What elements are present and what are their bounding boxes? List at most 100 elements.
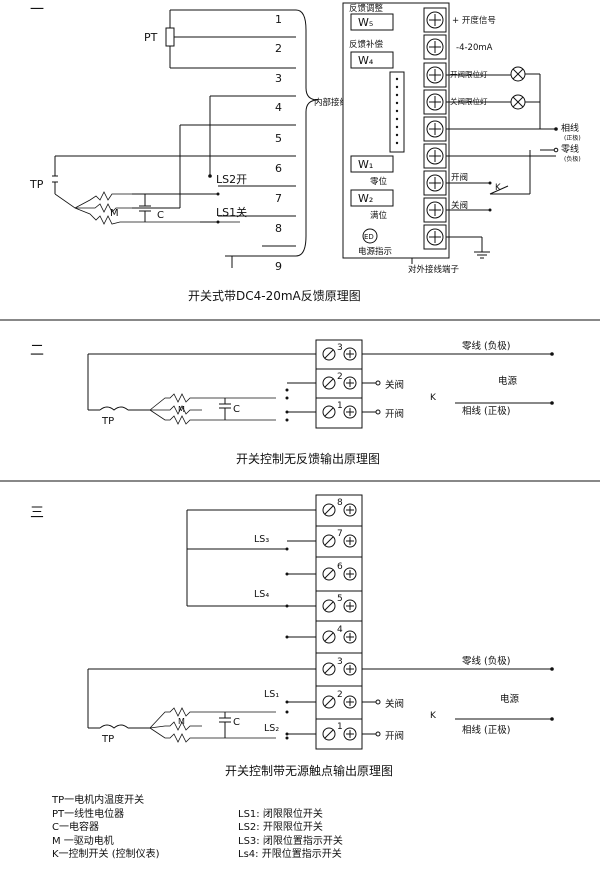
w5-pot: W₅ — [358, 16, 373, 29]
legend-item: Ls4: 开限位置指示开关 — [238, 849, 342, 861]
s3-terminal-8: 8 — [337, 498, 343, 508]
s3-terminal-3: 3 — [337, 657, 343, 667]
s2-terminal-1: 1 — [337, 401, 343, 411]
pt-label: PT — [144, 31, 158, 44]
s1-terminal-8: 8 — [275, 222, 282, 235]
tp-label-3: TP — [101, 734, 114, 745]
section3-caption: 开关控制带无源触点输出原理图 — [225, 763, 393, 778]
output-terminals: 对外接线端子 — [408, 7, 460, 275]
neutral-sub-1: (负极) — [564, 155, 581, 163]
s3-neutral-label: 零线 (负极) — [462, 655, 510, 667]
tp-label-1: TP — [29, 178, 44, 191]
legend-item: TP一电机内温度开关 — [52, 795, 145, 806]
section2-caption: 开关控制无反馈输出原理图 — [236, 451, 380, 466]
legend-item: LS3: 闭限位置指示开关 — [238, 835, 343, 847]
s2-phase-label: 相线 (正极) — [462, 405, 510, 417]
c-label-1: C — [157, 210, 164, 221]
s3-terminal-6: 6 — [337, 562, 343, 572]
phase-label-1: 相线 — [561, 122, 579, 134]
legend-item: K一控制开关 (控制仪表) — [52, 849, 160, 861]
legend-right: LS1: 闭限限位开关 LS2: 开限限位开关 LS3: 闭限位置指示开关 Ls… — [238, 808, 343, 862]
ls1-label-3: LS₁ — [264, 689, 279, 700]
legend-item: LS2: 开限限位开关 — [238, 822, 323, 834]
full-label: 满位 — [370, 210, 388, 221]
w2-pot: W₂ — [358, 192, 373, 205]
s3-terminal-4: 4 — [337, 625, 343, 635]
s3-power-label: 电源 — [500, 693, 520, 705]
s2-open-label: 开阀 — [385, 408, 404, 420]
ls2-label: LS2开 — [216, 173, 247, 186]
section3-wiring: LS₃ LS₄ TP M C LS₁ LS₂ 零线 (负极) 关阀 — [87, 509, 554, 745]
out-label-8: 关阀 — [451, 200, 468, 211]
legend-item: PT一线性电位器 — [52, 808, 125, 820]
s1-terminal-6: 6 — [275, 162, 282, 175]
power-led: ED — [364, 233, 374, 241]
pt-potentiometer: PT — [144, 9, 262, 69]
section1-terminal-strip: 1 2 3 4 5 6 7 8 9 — [262, 9, 296, 273]
s2-terminal-3: 3 — [337, 343, 343, 353]
ls2-label-3: LS₂ — [264, 723, 279, 734]
section2-terminal-block: 3 2 1 — [315, 339, 363, 429]
ls4-label: LS₄ — [254, 589, 269, 600]
s1-terminal-7: 7 — [275, 192, 282, 205]
section1-motor-circuit: TP M C LS2开 LS1关 — [29, 95, 262, 268]
s2-k-label: K — [430, 393, 437, 403]
s3-close-label: 关阀 — [385, 698, 404, 710]
s3-terminal-1: 1 — [337, 722, 343, 732]
s1-terminal-1: 1 — [275, 13, 282, 26]
section3-terminal-block: 8 7 6 5 4 3 2 1 — [315, 494, 363, 750]
s2-neutral-label: 零线 (负极) — [462, 340, 510, 352]
out-label-1: + 开度信号 — [452, 15, 496, 26]
s3-k-label: K — [430, 711, 437, 721]
legend-item: LS1: 闭限限位开关 — [238, 808, 323, 820]
ls3-label: LS₃ — [254, 534, 269, 545]
s2-terminal-2: 2 — [337, 372, 343, 382]
s3-phase-label: 相线 (正极) — [462, 724, 510, 736]
zero-label: 零位 — [370, 176, 388, 187]
out-label-4: 关阀限位灯 — [450, 96, 488, 106]
internal-socket-brace: 内部接线插座 — [295, 9, 366, 257]
section1-caption: 开关式带DC4-20mA反馈原理图 — [188, 289, 361, 303]
out-label-7: 开阀 — [451, 173, 468, 183]
section3-number: 三 — [30, 505, 44, 521]
m-label-1: M — [110, 208, 119, 219]
s2-power-label: 电源 — [498, 375, 518, 387]
s1-terminal-5: 5 — [275, 132, 282, 145]
s1-terminal-9: 9 — [275, 260, 282, 273]
fb-comp-label: 反馈补偿 — [349, 39, 384, 50]
s2-close-label: 关阀 — [385, 379, 404, 391]
s3-open-label: 开阀 — [385, 730, 404, 742]
phase-sub-1: (正极) — [564, 134, 581, 142]
section2-number: 二 — [30, 343, 44, 359]
k-label-1: K — [495, 183, 501, 193]
section1-output-wiring: + 开度信号 -4-20mA 开阀限位灯 关阀限位灯 相线 (正极) 零线 (负… — [446, 15, 581, 259]
legend-item: M 一驱动电机 — [52, 835, 114, 847]
s3-terminal-2: 2 — [337, 690, 343, 700]
fb-adjust-label: 反馈调整 — [349, 3, 384, 14]
legend-item: C一电容器 — [52, 822, 99, 834]
m-label-2: M — [178, 405, 185, 414]
neutral-label-1: 零线 — [561, 143, 579, 155]
socket-label: 内部接线插座 — [314, 97, 366, 108]
s1-terminal-4: 4 — [275, 101, 282, 114]
section2-wiring: TP M C 零线 (负极) 关阀 电源 K 开阀 相线 (正极) — [87, 340, 554, 427]
socket-pins — [395, 77, 399, 145]
out-label-3: 开阀限位灯 — [450, 69, 488, 79]
legend-left: TP一电机内温度开关 PT一线性电位器 C一电容器 M 一驱动电机 K一控制开关… — [52, 794, 160, 862]
section1-number: 一 — [30, 2, 44, 18]
w4-pot: W₄ — [358, 54, 374, 67]
power-label: 电源指示 — [358, 246, 392, 257]
out-label-2: -4-20mA — [456, 43, 493, 53]
tp-label-2: TP — [101, 416, 114, 427]
s1-terminal-2: 2 — [275, 42, 282, 55]
s1-terminal-3: 3 — [275, 72, 282, 85]
ext-terminal-label: 对外接线端子 — [408, 264, 460, 275]
w1-pot: W₁ — [358, 158, 373, 171]
c-label-2: C — [233, 404, 240, 415]
c-label-3: C — [233, 717, 240, 728]
s3-terminal-5: 5 — [337, 594, 343, 604]
m-label-3: M — [178, 717, 185, 726]
s3-terminal-7: 7 — [337, 529, 343, 539]
ls1-label: LS1关 — [216, 205, 247, 219]
